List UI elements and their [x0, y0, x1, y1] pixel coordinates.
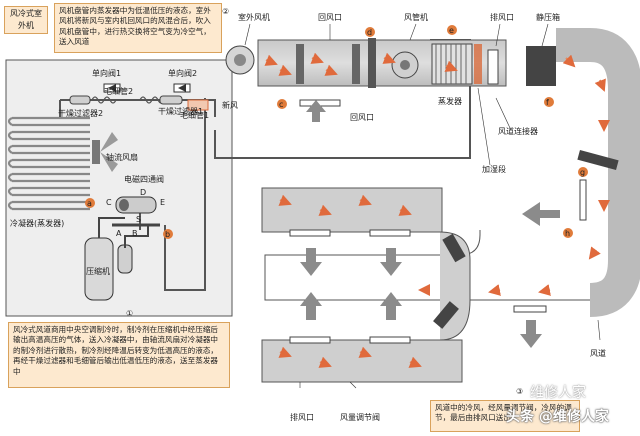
port-c: C	[106, 198, 112, 207]
port-e: E	[160, 198, 165, 207]
distribution-arrows	[300, 100, 560, 348]
check-valve-1-icon	[103, 83, 121, 93]
evaporator-coil	[431, 43, 473, 85]
label-humidifier: 加湿段	[482, 164, 506, 174]
marker-h: h	[565, 229, 570, 238]
marker-d: d	[367, 28, 372, 37]
label-number-3: ③	[516, 387, 523, 396]
bottom-right-note: 风道中的冷风，经风量调节阀，冷风的调节，最后由排风口送出	[430, 400, 580, 432]
duct-network	[257, 28, 640, 383]
watermark-faint-text: 维修人家	[530, 385, 586, 401]
outdoor-fan-icon	[225, 45, 255, 75]
watermark-brand: 头条 @维修人家	[506, 406, 609, 426]
label-capillary-2: 毛细管2	[104, 86, 133, 96]
fresh-air-filter	[296, 44, 304, 84]
label-plenum: 静压箱	[536, 12, 560, 22]
watermark-brand-text: 头条 @维修人家	[506, 409, 609, 425]
exhaust-grille-top	[487, 49, 499, 85]
label-dryer-filter-2: 干燥过滤器2	[58, 108, 103, 118]
label-axial-fan: 轴流风扇	[106, 152, 138, 162]
label-dryer-filter-1: 干燥过滤器1	[158, 106, 203, 116]
condenser-coil	[7, 116, 90, 211]
label-return-air-top: 回风口	[318, 13, 342, 22]
mix-filter	[352, 44, 360, 84]
label-duct: 风道	[590, 348, 606, 358]
bottom-right-note-text: 风道中的冷风，经风量调节阀，冷风的调节，最后由排风口送出	[435, 403, 572, 423]
label-number-1: ①	[126, 309, 133, 318]
capillary-1-highlight	[187, 99, 209, 111]
return-damper	[368, 38, 376, 88]
diffuser-grilles	[289, 99, 587, 344]
port-d: D	[140, 188, 146, 197]
label-evaporator: 蒸发器	[438, 96, 462, 106]
marker-g: g	[580, 168, 585, 177]
label-return-air-mid: 回风口	[350, 113, 374, 122]
marker-f: f	[546, 98, 549, 107]
label-condenser: 冷凝器(蒸发器)	[10, 218, 64, 228]
humidifier-section	[474, 44, 482, 84]
label-solenoid-valve: 电磁四通阀	[124, 174, 164, 184]
watermark-faint: 维修人家	[530, 382, 586, 402]
axial-fan-icon	[92, 132, 118, 172]
label-check-valve-2: 单向阀2	[168, 68, 197, 78]
blower-icon	[391, 51, 419, 79]
marker-e: e	[449, 26, 454, 35]
top-note: 风机盘管内蒸发器中为低温低压的液态，室外风机将新风与室内机回风口的风混合后，吹入…	[54, 3, 222, 53]
bottom-left-note-text: 风冷式风道商用中央空调制冷时，制冷剂在压缩机中经压缩后输出高温高压的气体，送入冷…	[13, 325, 219, 376]
port-a: A	[116, 229, 122, 238]
check-valve-2-icon	[173, 83, 191, 93]
marker-b: b	[165, 230, 170, 239]
bottom-left-note: 风冷式风道商用中央空调制冷时，制冷剂在压缩机中经压缩后输出高温高压的气体，送入冷…	[8, 322, 230, 388]
label-exhaust-bottom: 排风口	[290, 412, 314, 422]
label-exhaust-top: 排风口	[490, 12, 514, 22]
marker-a: a	[87, 199, 92, 208]
port-s: S	[136, 215, 141, 224]
marker-c: c	[279, 100, 283, 109]
leader-lines	[244, 23, 601, 389]
top-note-text: 风机盘管内蒸发器中为低温低压的液态，室外风机将新风与室内机回风口的风混合后，吹入…	[59, 6, 211, 47]
compressor-icon	[84, 217, 149, 301]
label-fan-coil: 风管机	[404, 12, 428, 22]
label-number-2: ②	[222, 7, 229, 16]
dryer-filter-icon	[69, 95, 183, 105]
airflow-arrows	[264, 52, 610, 368]
outdoor-unit-tag: 风冷式室外机	[4, 6, 48, 34]
label-outdoor-fan: 室外风机	[238, 12, 270, 22]
label-check-valve-1: 单向阀1	[92, 68, 121, 78]
solenoid-valve-icon	[112, 196, 160, 227]
label-damper: 风量调节阀	[340, 413, 380, 422]
label-duct-connector: 风道连接器	[498, 126, 538, 136]
marker-dots	[85, 25, 588, 239]
label-capillary-1: 毛细管1	[180, 110, 209, 120]
port-b: B	[132, 229, 138, 238]
outdoor-unit-label: 风冷式室外机	[10, 9, 42, 30]
label-compressor: 压缩机	[86, 266, 110, 276]
label-fresh-air: 新风	[222, 100, 238, 110]
